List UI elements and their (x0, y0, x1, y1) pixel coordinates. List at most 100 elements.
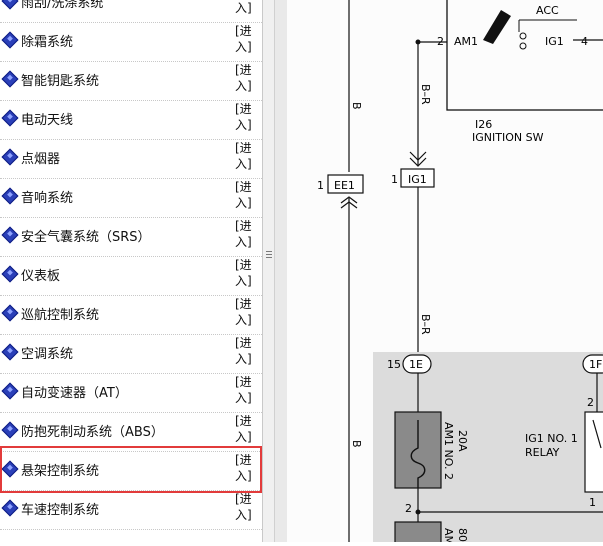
system-list-panel: 雨刮/洗涤系统[进入]除霜系统[进入]智能钥匙系统[进入]电动天线[进入]点烟器… (0, 0, 262, 542)
enter-link[interactable]: [进入] (235, 297, 252, 327)
switch-contact (483, 10, 511, 44)
row-divider (0, 100, 262, 101)
enter-link[interactable]: [进入] (235, 180, 252, 210)
splitter-grip[interactable] (266, 254, 272, 255)
ee1-connector (327, 174, 364, 194)
ig1-conn-pin: 1 (391, 173, 398, 186)
list-item-label[interactable]: 除霜系统 (21, 35, 74, 50)
blue-diamond-icon (1, 226, 19, 244)
wiring-diagram: ACC 2 AM1 IG1 4 I26 IGNITION SW B 1 EE1 … (317, 0, 603, 546)
enter-link[interactable]: [进入] (235, 414, 252, 444)
blue-diamond-icon (1, 382, 19, 400)
enter-link[interactable]: [进入] (235, 375, 252, 405)
enter-link[interactable]: [进入] (235, 102, 252, 132)
splitter-grip[interactable] (266, 251, 272, 252)
row-divider (0, 22, 262, 23)
list-item-label[interactable]: 仪表板 (21, 269, 61, 284)
list-item[interactable]: 仪表板 [进入] (0, 257, 262, 296)
splitter-grip[interactable] (266, 257, 272, 258)
list-item-label[interactable]: 车速控制系统 (21, 503, 100, 518)
enter-link[interactable]: [进入] (235, 24, 252, 54)
relay-pin-top: 2 (587, 396, 594, 409)
enter-link[interactable]: [进入] (235, 219, 252, 249)
connector-1e (402, 354, 432, 374)
list-item[interactable]: 安全气囊系统（SRS） [进入] (0, 218, 262, 257)
wire-color-br-mid: B–R (419, 314, 432, 335)
diagram-scrollbar[interactable] (274, 0, 288, 542)
list-item[interactable]: 空调系统 [进入] (0, 335, 262, 374)
relay-pin-left: 1 (589, 496, 596, 509)
list-item-label[interactable]: 自动变速器（AT） (21, 386, 128, 401)
list-item[interactable]: 智能钥匙系统 [进入] (0, 62, 262, 101)
row-divider (0, 139, 262, 140)
component-id: I26 (475, 118, 492, 131)
row-divider (0, 256, 262, 257)
relay-name-1: IG1 NO. 1 (525, 432, 578, 445)
list-item-label[interactable]: 雨刮/洗涤系统 (21, 0, 104, 11)
row-divider (0, 412, 262, 413)
enter-link[interactable]: [进入] (235, 258, 252, 288)
list-item-label[interactable]: 音响系统 (21, 191, 74, 206)
list-item-label[interactable]: 点烟器 (21, 152, 61, 167)
am1-label: AM1 (454, 35, 478, 48)
node-pin: 2 (405, 502, 412, 515)
enter-link[interactable]: [进入] (235, 492, 252, 522)
blue-diamond-icon (1, 31, 19, 49)
list-item-label[interactable]: 智能钥匙系统 (21, 74, 100, 89)
list-item[interactable]: 自动变速器（AT） [进入] (0, 374, 262, 413)
conn15-pin: 15 (387, 358, 401, 371)
row-divider (0, 178, 262, 179)
list-item-label[interactable]: 悬架控制系统 (21, 464, 100, 479)
wire-color-br: B–R (419, 84, 432, 105)
ig1-no1-relay (584, 411, 603, 493)
conn1f-label: 1F (589, 358, 602, 371)
blue-diamond-icon (1, 499, 19, 517)
blue-diamond-icon (1, 148, 19, 166)
wiring-diagram-view: ACC 2 AM1 IG1 4 I26 IGNITION SW B 1 EE1 … (287, 0, 603, 546)
component-name: IGNITION SW (472, 131, 544, 144)
row-divider (0, 295, 262, 296)
list-item-label[interactable]: 安全气囊系统（SRS） (21, 230, 151, 245)
row-divider (0, 217, 262, 218)
list-item[interactable]: 点烟器 [进入] (0, 140, 262, 179)
list-item[interactable]: 音响系统 [进入] (0, 179, 262, 218)
list-item[interactable]: 除霜系统 [进入] (0, 23, 262, 62)
list-item[interactable]: 悬架控制系统 [进入] (0, 452, 262, 491)
blue-diamond-icon (1, 304, 19, 322)
enter-link[interactable]: [进入] (235, 63, 252, 93)
ig1-pin: 4 (581, 35, 588, 48)
wire-color-b: B (350, 102, 363, 110)
ee1-pin: 1 (317, 179, 324, 192)
ignition-switch-box (446, 0, 603, 111)
enter-link[interactable]: [进入] (235, 1, 252, 15)
row-divider (0, 334, 262, 335)
fuse-80a (394, 521, 442, 546)
fuse-rating: 20A (456, 430, 469, 452)
pane-splitter[interactable] (262, 0, 275, 542)
list-item[interactable]: 防抱死制动系统（ABS） [进入] (0, 413, 262, 452)
enter-link[interactable]: [进入] (235, 141, 252, 171)
enter-link[interactable]: [进入] (235, 336, 252, 366)
blue-diamond-icon (1, 70, 19, 88)
enter-link[interactable]: [进入] (235, 453, 252, 483)
wire-color-b-lower: B (350, 440, 363, 448)
list-item[interactable]: 电动天线 [进入] (0, 101, 262, 140)
list-item-label[interactable]: 巡航控制系统 (21, 308, 100, 323)
acc-label: ACC (536, 4, 559, 17)
list-item[interactable]: 车速控制系统 [进入] (0, 491, 262, 530)
fuse2-name: AM (442, 528, 455, 542)
list-item[interactable]: 雨刮/洗涤系统 [进入] (0, 0, 262, 23)
fuse-name: AM1 NO. 2 (442, 422, 455, 480)
list-item-label[interactable]: 空调系统 (21, 347, 74, 362)
row-divider (0, 529, 262, 530)
list-item[interactable]: 巡航控制系统 [进入] (0, 296, 262, 335)
blue-diamond-icon (1, 421, 19, 439)
list-item-label[interactable]: 电动天线 (21, 113, 74, 128)
conn1e-label: 1E (409, 358, 423, 371)
blue-diamond-icon (1, 343, 19, 361)
list-item-label[interactable]: 防抱死制动系统（ABS） (21, 425, 164, 440)
blue-diamond-icon (1, 0, 19, 10)
relay-name-2: RELAY (525, 446, 560, 459)
selected-item-highlight (0, 446, 262, 493)
row-divider (0, 490, 262, 491)
